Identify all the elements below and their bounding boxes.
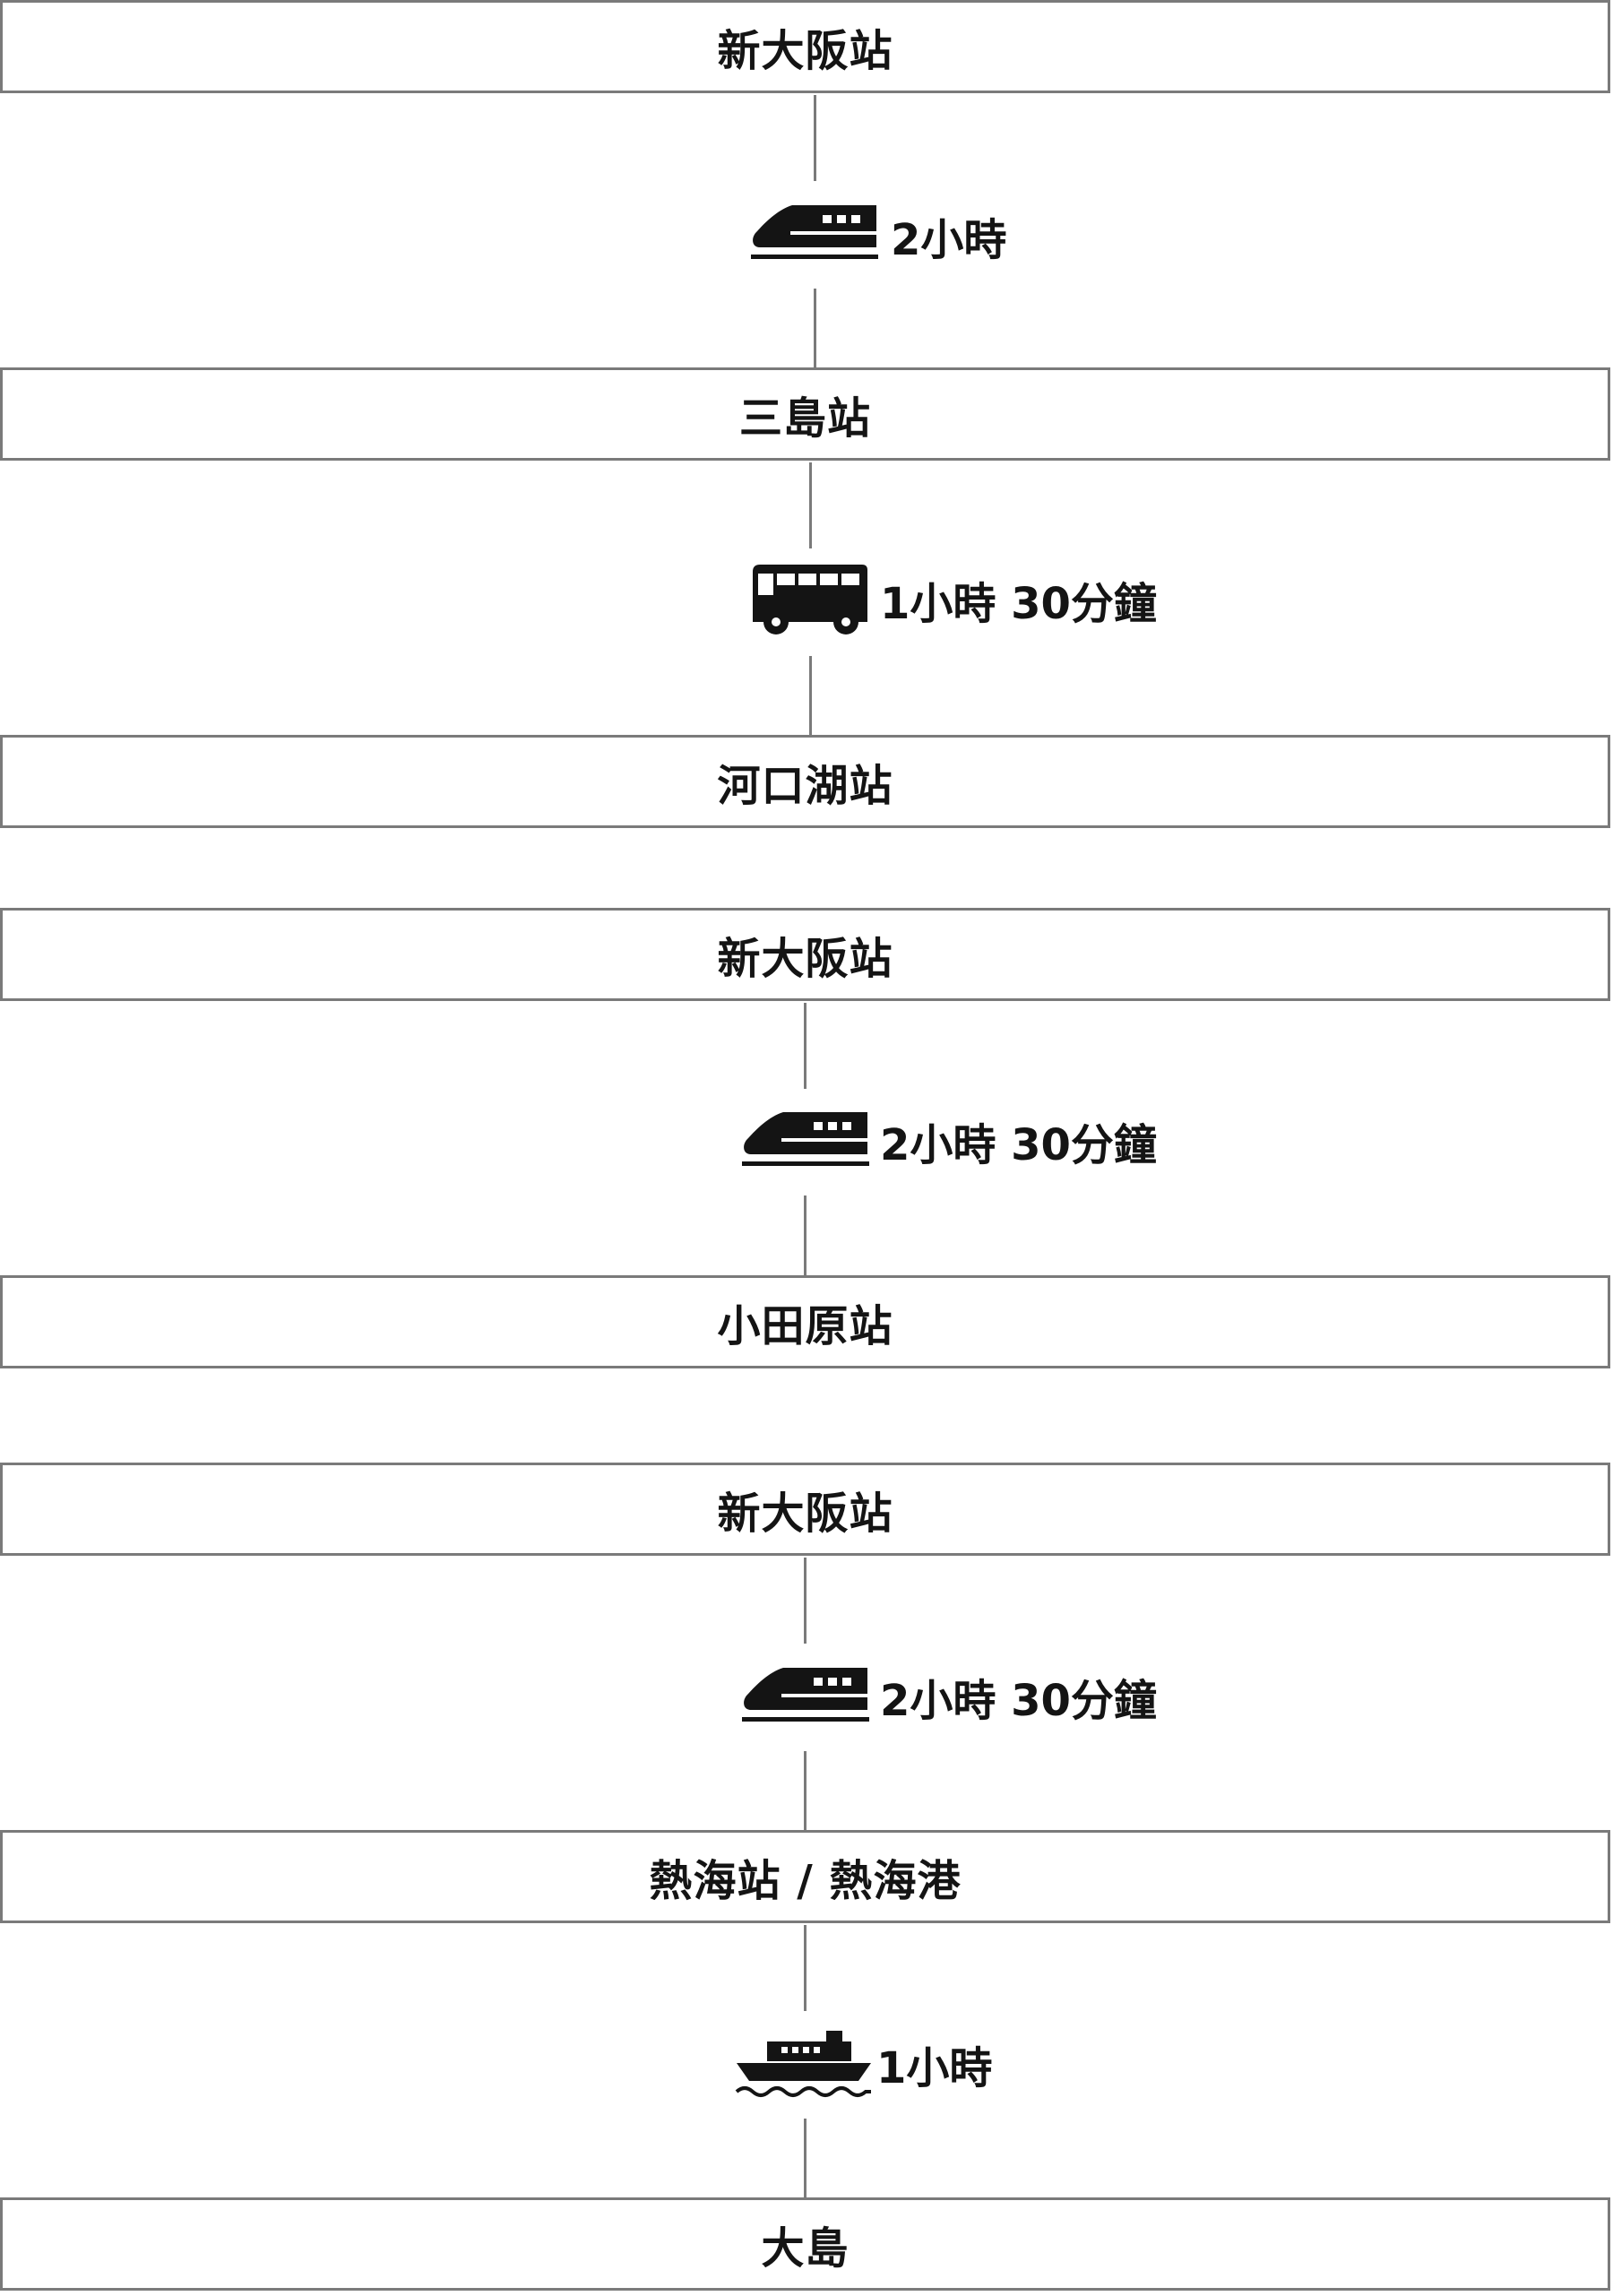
station-name: 新大阪站 [717,1489,893,1539]
connector-line [809,656,812,735]
duration-label: 2小時 30分鐘 [880,1120,1157,1170]
station-box: 新大阪站 [0,0,1610,93]
station-name: 熱海站 / 熱海港 [649,1856,962,1906]
duration-label: 1小時 [876,2043,993,2093]
station-name: 河口湖站 [717,761,893,811]
station-name: 大島 [761,2223,850,2274]
connector-line [809,462,812,548]
duration-label: 2小時 [891,215,1007,265]
station-box: 新大阪站 [0,908,1610,1001]
station-name: 新大阪站 [717,26,893,76]
shinkansen-icon [751,205,878,259]
station-box: 大島 [0,2197,1610,2291]
station-box: 熱海站 / 熱海港 [0,1830,1610,1923]
connector-line [804,1925,806,2011]
shinkansen-icon [742,1668,869,1722]
connector-line [804,1003,806,1089]
connector-line [814,289,816,369]
station-name: 新大阪站 [717,934,893,984]
connector-line [804,2119,806,2199]
ferry-icon [735,2031,871,2097]
station-box: 三島站 [0,367,1610,461]
shinkansen-icon [742,1112,869,1166]
connector-line [814,95,816,181]
bus-icon [753,565,867,634]
connector-line [804,1558,806,1644]
station-name: 小田原站 [717,1301,893,1351]
station-box: 小田原站 [0,1275,1610,1368]
station-box: 河口湖站 [0,735,1610,828]
connector-line [804,1195,806,1276]
duration-label: 2小時 30分鐘 [880,1676,1157,1726]
connector-line [804,1751,806,1832]
duration-label: 1小時 30分鐘 [880,579,1157,629]
station-box: 新大阪站 [0,1463,1610,1556]
station-name: 三島站 [738,393,871,444]
